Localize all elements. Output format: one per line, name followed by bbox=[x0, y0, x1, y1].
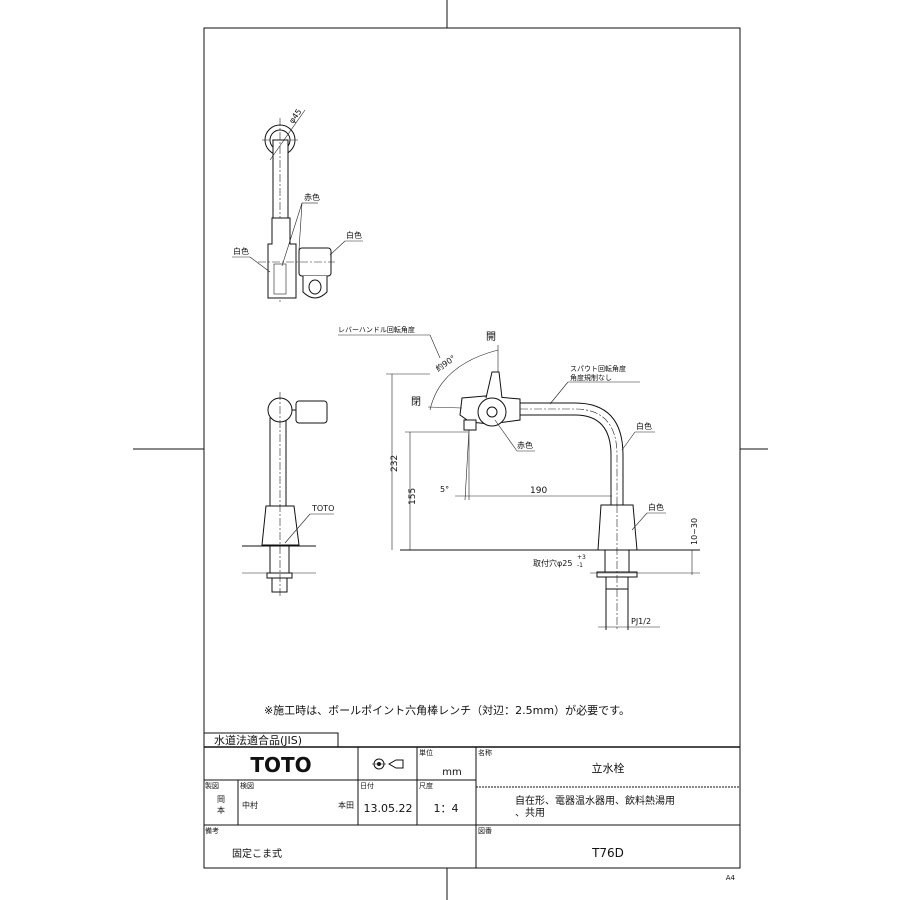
white-color-label-left: 白色 bbox=[233, 246, 249, 256]
checker-1: 中村 bbox=[242, 800, 258, 810]
pipe-thread-label: PJ1/2 bbox=[631, 617, 651, 626]
product-name: 立水栓 bbox=[592, 761, 625, 775]
red-color-label: 赤色 bbox=[304, 192, 320, 202]
front-view: TOTO bbox=[242, 392, 334, 598]
unit-header: 単位 bbox=[419, 748, 433, 757]
height-232-dim: 232 bbox=[390, 455, 400, 472]
checker-2: 本田 bbox=[338, 800, 354, 810]
checked-header: 検図 bbox=[240, 781, 254, 790]
lever-angle-label: 約90° bbox=[433, 353, 457, 374]
reach-190-dim: 190 bbox=[530, 486, 547, 496]
toto-mark-label: TOTO bbox=[311, 504, 334, 513]
white-spout-label: 白色 bbox=[636, 421, 652, 431]
paper-size: A4 bbox=[726, 874, 736, 882]
description-line2: 、共用 bbox=[515, 807, 545, 819]
side-view: レバーハンドル回転角度 約90° 開 閉 スパウト回転角度 角度規制なし 赤色 … bbox=[338, 325, 700, 630]
height-155-dim: 155 bbox=[408, 488, 418, 505]
open-label: 開 bbox=[486, 331, 496, 343]
scale-header: 尺度 bbox=[419, 781, 433, 790]
spout-angle-title: スパウト回転角度 bbox=[570, 364, 626, 373]
drawn-by-1: 岡 bbox=[217, 795, 225, 804]
toto-logo: TOTO bbox=[250, 753, 311, 777]
drawing-frame bbox=[203, 27, 741, 869]
diameter-label: φ45 bbox=[287, 107, 303, 125]
date-header: 日付 bbox=[360, 781, 374, 790]
hole-tolerance-minus: -1 bbox=[577, 562, 583, 569]
white-base-label: 白色 bbox=[648, 502, 664, 512]
name-header: 名称 bbox=[478, 748, 492, 757]
hole-tolerance-plus: +3 bbox=[577, 554, 586, 561]
remarks-value: 固定こま式 bbox=[232, 847, 282, 860]
drawing-number-header: 図番 bbox=[478, 827, 492, 835]
date-value: 13.05.22 bbox=[364, 802, 413, 815]
lever-angle-title: レバーハンドル回転角度 bbox=[338, 325, 415, 334]
angle-5-dim: 5° bbox=[440, 485, 449, 494]
drawn-header: 製図 bbox=[205, 781, 219, 790]
title-block: 水道法適合品(JIS) TOTO 単位 mm 名称 立水栓 自在形、電器温水器用… bbox=[203, 732, 740, 882]
deck-thickness-dim: 10~30 bbox=[690, 518, 699, 545]
remarks-header: 備考 bbox=[205, 826, 219, 835]
jis-label: 水道法適合品(JIS) bbox=[214, 733, 302, 747]
third-angle-projection-icon bbox=[372, 758, 404, 770]
drawn-by-2: 本 bbox=[217, 805, 225, 815]
spout-angle-note: 角度規制なし bbox=[570, 373, 612, 382]
centering-marks bbox=[133, 0, 768, 900]
top-view: φ45 赤色 白色 白色 bbox=[232, 107, 363, 302]
close-label: 閉 bbox=[411, 396, 421, 408]
scale-value: 1：4 bbox=[434, 802, 459, 815]
drawing-number: T76D bbox=[591, 846, 624, 860]
red-lever-label: 赤色 bbox=[517, 440, 533, 450]
white-color-label-right: 白色 bbox=[346, 230, 362, 240]
installation-note: ※施工時は、ボールポイント六角棒レンチ（対辺：2.5mm）が必要です。 bbox=[264, 703, 630, 717]
unit-value: mm bbox=[442, 767, 461, 778]
description-line1: 自在形、電器温水器用、飲料熱湯用 bbox=[515, 794, 675, 807]
mounting-hole-label: 取付穴φ25 bbox=[533, 558, 572, 568]
